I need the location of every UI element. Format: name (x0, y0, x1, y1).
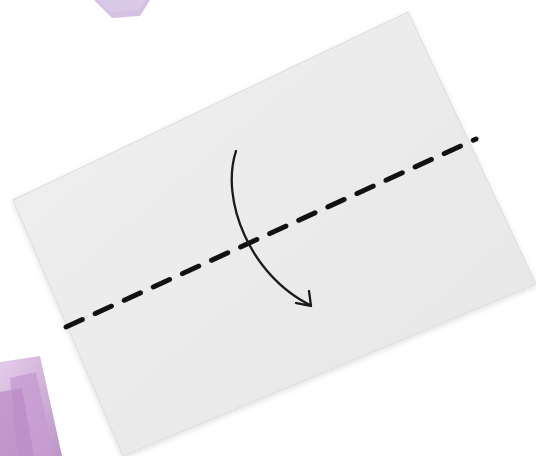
lavender-paper-fragment-top (94, 0, 150, 18)
pink-paper-fragment-bottom (0, 356, 62, 456)
